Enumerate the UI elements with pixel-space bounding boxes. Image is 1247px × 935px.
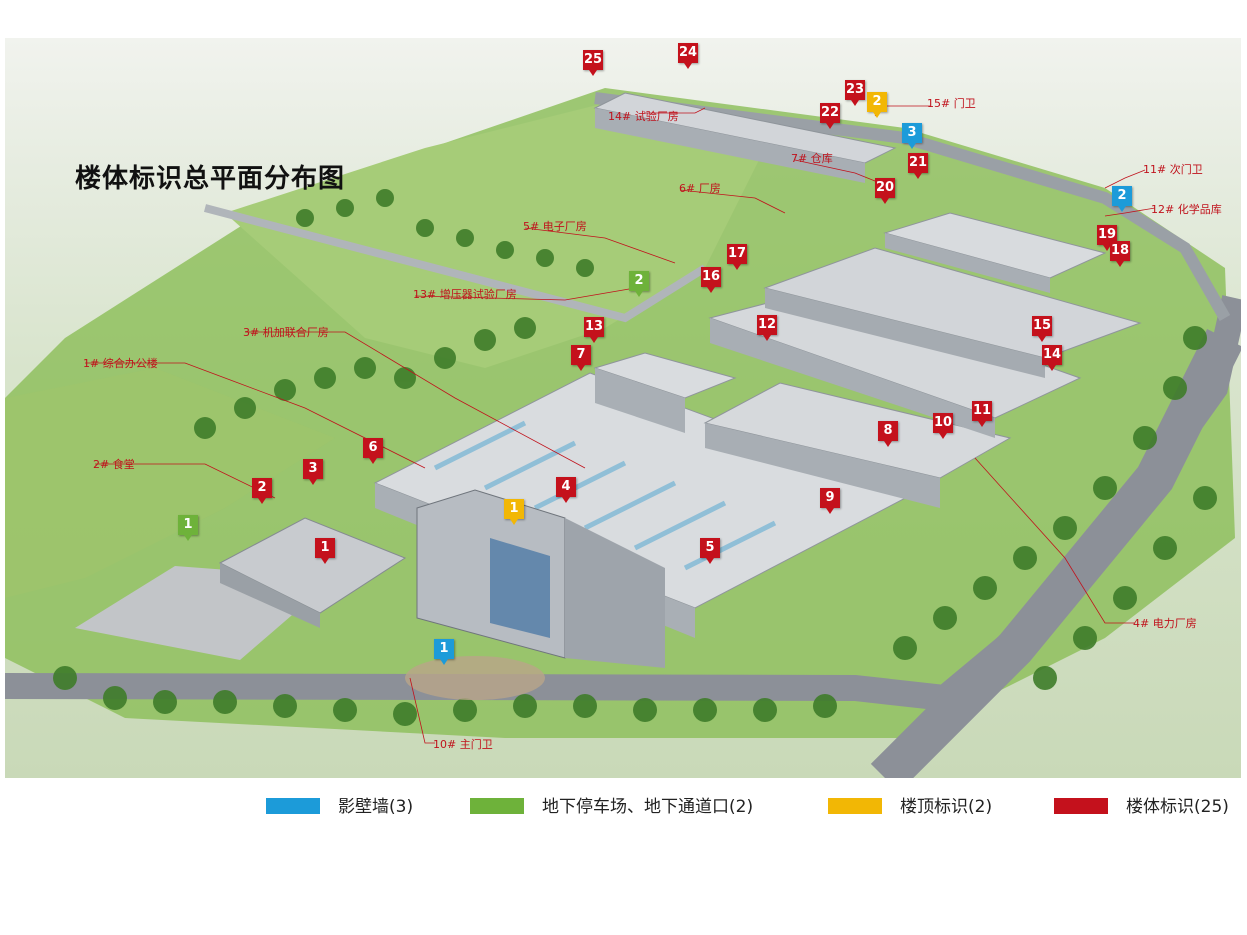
callout-label: 5# 电子厂房 — [523, 220, 587, 233]
rooftop-sign-marker[interactable]: 2 — [867, 92, 887, 118]
legend-swatch — [470, 798, 524, 814]
legend: 影壁墙(3) 地下停车场、地下通道口(2) 楼顶标识(2) 楼体标识(25) — [266, 796, 1241, 818]
legend-label: 楼体标识(25) — [1126, 797, 1229, 817]
callout-label: 12# 化学品库 — [1151, 203, 1222, 216]
building-sign-marker[interactable]: 7 — [571, 345, 591, 371]
building-sign-marker[interactable]: 17 — [727, 244, 747, 270]
site-plan-map: 楼体标识总平面分布图 15# 门卫 14# 试验厂房 7# 仓库 11# 次门卫… — [5, 38, 1241, 778]
legend-label: 地下停车场、地下通道口(2) — [542, 797, 754, 817]
building-sign-marker[interactable]: 15 — [1032, 316, 1052, 342]
building-sign-marker[interactable]: 24 — [678, 43, 698, 69]
callout-label: 11# 次门卫 — [1143, 163, 1203, 176]
callout-label: 1# 综合办公楼 — [83, 357, 158, 370]
legend-label: 影壁墙(3) — [338, 797, 414, 817]
building-sign-marker[interactable]: 25 — [583, 50, 603, 76]
callout-label: 13# 增压器试验厂房 — [413, 288, 517, 301]
callout-label: 3# 机加联合厂房 — [243, 326, 329, 339]
building-sign-marker[interactable]: 3 — [303, 459, 323, 485]
building-sign-marker[interactable]: 10 — [933, 413, 953, 439]
building-sign-marker[interactable]: 13 — [584, 317, 604, 343]
underground-entrance-marker[interactable]: 1 — [178, 515, 198, 541]
callout-label: 10# 主门卫 — [433, 738, 493, 751]
callout-label: 15# 门卫 — [927, 97, 976, 110]
building-sign-marker[interactable]: 1 — [315, 538, 335, 564]
building-sign-marker[interactable]: 19 — [1097, 225, 1117, 251]
page-title: 楼体标识总平面分布图 — [75, 164, 346, 194]
legend-swatch — [266, 798, 320, 814]
callout-label: 6# 厂房 — [679, 182, 721, 195]
callout-label: 4# 电力厂房 — [1133, 617, 1197, 630]
callout-label: 14# 试验厂房 — [608, 110, 679, 123]
building-sign-marker[interactable]: 14 — [1042, 345, 1062, 371]
legend-swatch — [1054, 798, 1108, 814]
building-sign-marker[interactable]: 20 — [875, 178, 895, 204]
building-sign-marker[interactable]: 12 — [757, 315, 777, 341]
callout-label: 7# 仓库 — [791, 152, 833, 165]
legend-label: 楼顶标识(2) — [900, 797, 993, 817]
callout-label: 2# 食堂 — [93, 458, 135, 471]
screen-wall-marker[interactable]: 2 — [1112, 186, 1132, 212]
building-sign-marker[interactable]: 5 — [700, 538, 720, 564]
building-sign-marker[interactable]: 9 — [820, 488, 840, 514]
screen-wall-marker[interactable]: 1 — [434, 639, 454, 665]
site-illustration — [5, 88, 1241, 778]
building-sign-marker[interactable]: 23 — [845, 80, 865, 106]
building-sign-marker[interactable]: 16 — [701, 267, 721, 293]
building-sign-marker[interactable]: 8 — [878, 421, 898, 447]
building-sign-marker[interactable]: 11 — [972, 401, 992, 427]
rooftop-sign-marker[interactable]: 1 — [504, 499, 524, 525]
building-sign-marker[interactable]: 4 — [556, 477, 576, 503]
building-sign-marker[interactable]: 6 — [363, 438, 383, 464]
screen-wall-marker[interactable]: 3 — [902, 123, 922, 149]
legend-swatch — [828, 798, 882, 814]
building-sign-marker[interactable]: 18 — [1110, 241, 1130, 267]
underground-entrance-marker[interactable]: 2 — [629, 271, 649, 297]
building-sign-marker[interactable]: 22 — [820, 103, 840, 129]
building-sign-marker[interactable]: 21 — [908, 153, 928, 179]
building-sign-marker[interactable]: 2 — [252, 478, 272, 504]
